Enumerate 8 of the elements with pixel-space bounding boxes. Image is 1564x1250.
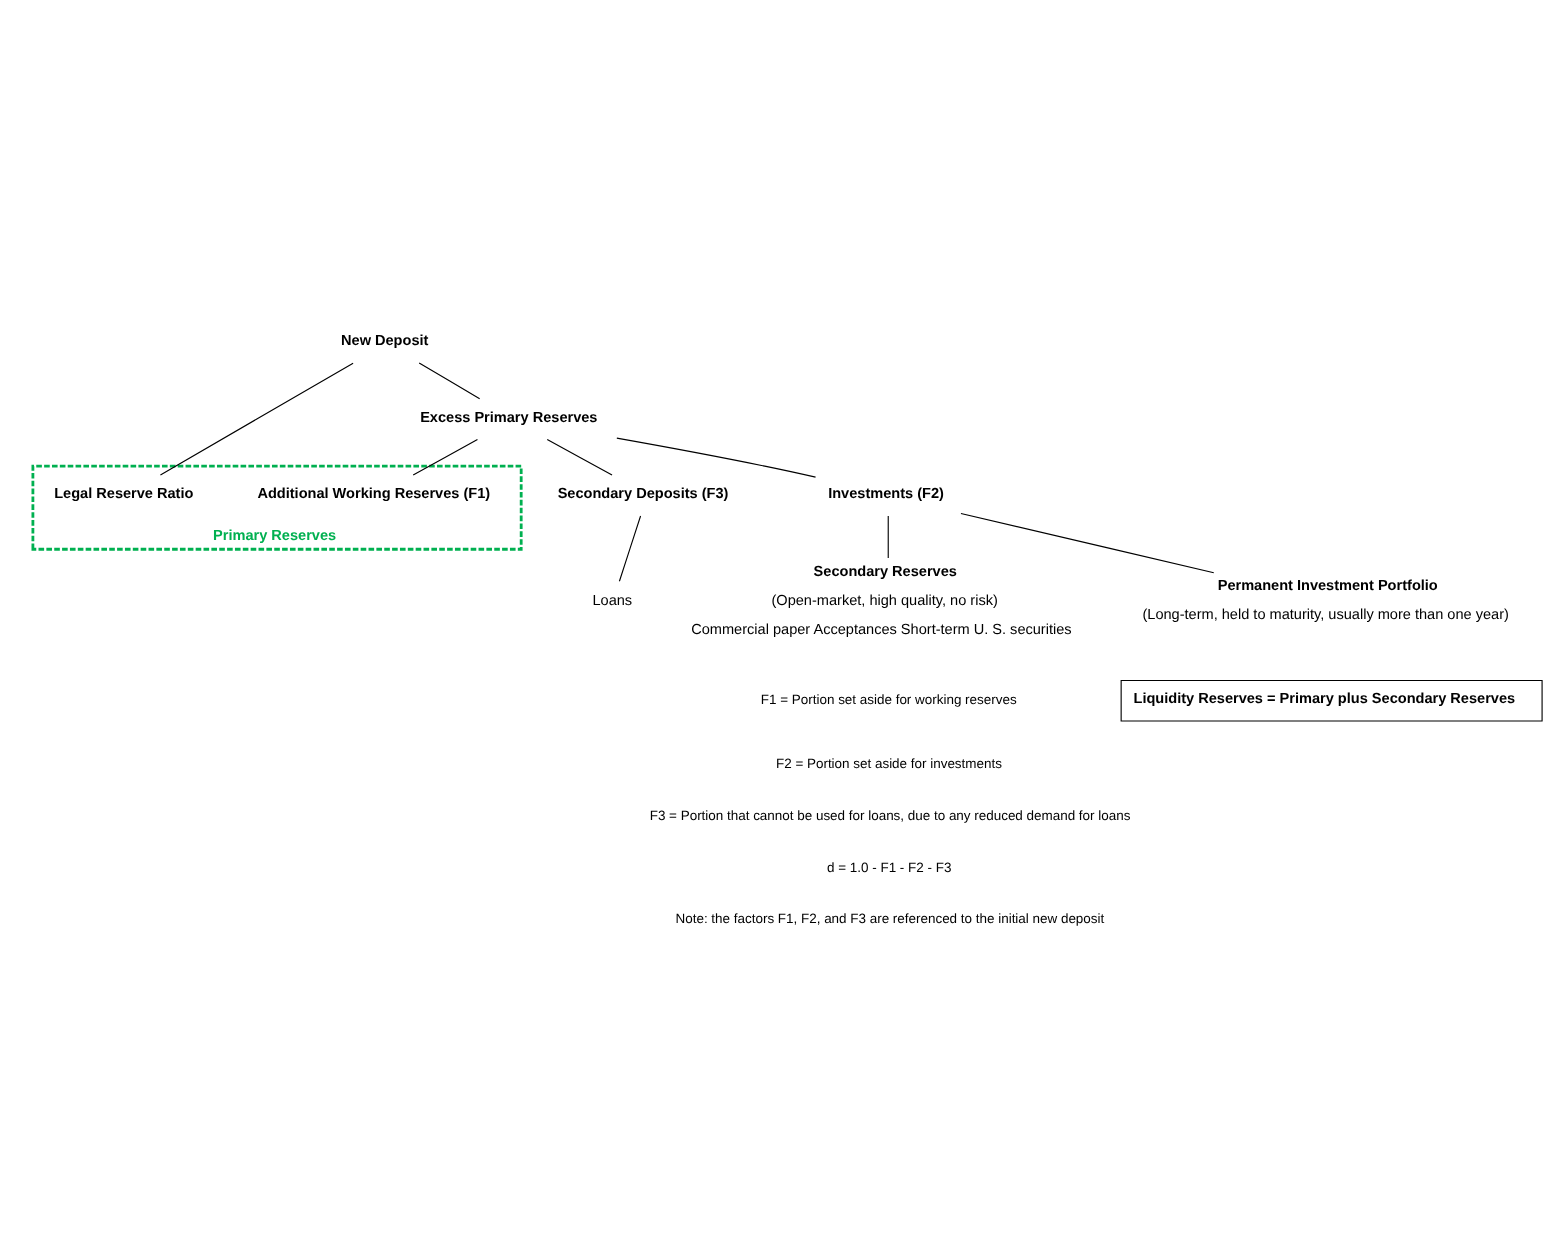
connector [617,515,641,582]
connector [158,362,353,476]
connector [545,438,612,476]
connector [959,512,1214,574]
connector [886,515,888,559]
connector [411,438,477,476]
connector [615,437,816,478]
connector [417,362,480,400]
